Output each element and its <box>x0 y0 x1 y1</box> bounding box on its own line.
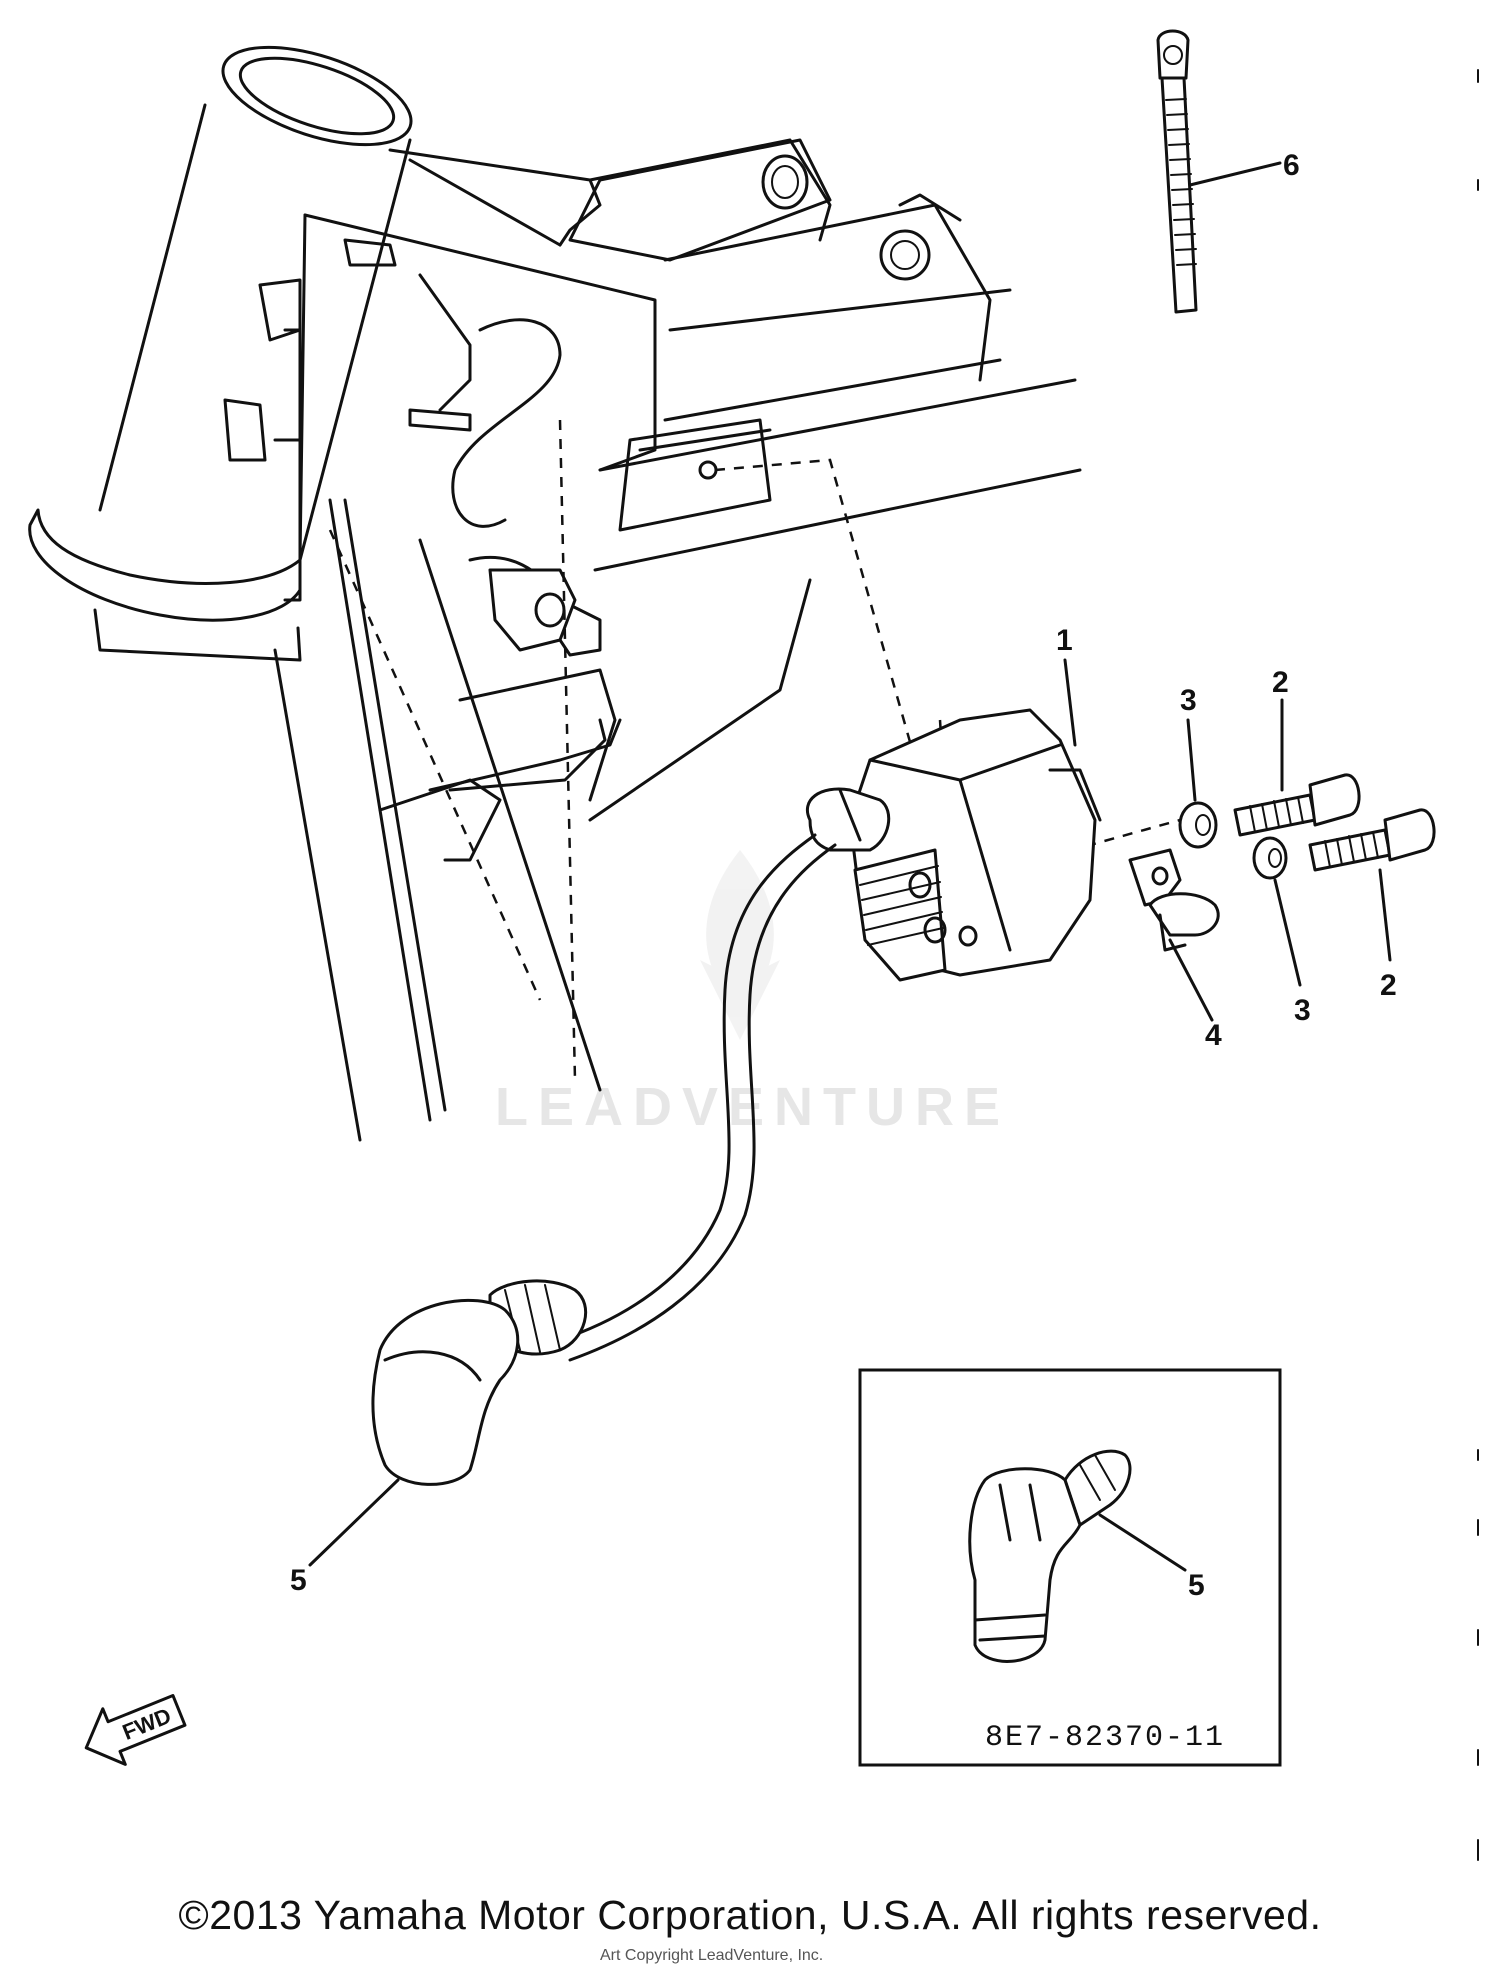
callout-2a: 2 <box>1272 666 1289 699</box>
callout-leader-3a <box>1186 718 1197 802</box>
ignition-coil <box>806 708 1102 982</box>
washer-lower <box>1252 836 1288 880</box>
callout-leader-1 <box>1063 658 1077 747</box>
watermark-text: LEADVENTURE <box>495 1077 1010 1137</box>
inset-spark-plug-cap <box>968 1449 1132 1663</box>
callout-1: 1 <box>1056 624 1073 657</box>
spark-plug-cap <box>371 1279 588 1486</box>
cable-tie <box>1156 29 1198 314</box>
callout-5a: 5 <box>290 1564 307 1597</box>
bolt-upper <box>1233 773 1361 837</box>
high-tension-cord <box>558 833 837 1362</box>
callout-3b: 3 <box>1294 994 1311 1027</box>
callout-leader-5b <box>1098 1513 1187 1572</box>
frame-main-tubes <box>223 138 1082 1142</box>
copyright-notice: ©2013 Yamaha Motor Corporation, U.S.A. A… <box>178 1892 1322 1938</box>
art-credit: Art Copyright LeadVenture, Inc. <box>600 1947 824 1964</box>
callout-leader-2b <box>1378 868 1392 962</box>
callout-leader-3b <box>1273 878 1302 987</box>
callout-6: 6 <box>1283 149 1300 182</box>
bolt-lower <box>1308 808 1436 872</box>
lead-clamp <box>1128 848 1220 952</box>
callout-5b: 5 <box>1188 1569 1205 1602</box>
callout-leader-4 <box>1168 938 1214 1022</box>
callout-3a: 3 <box>1180 684 1197 717</box>
forward-arrow-icon: FWD <box>84 1694 187 1766</box>
callout-leader-6 <box>1188 161 1282 187</box>
callout-leader-5a <box>308 1478 400 1567</box>
callout-4: 4 <box>1205 1019 1222 1052</box>
washer-upper <box>1178 801 1218 849</box>
inset-box <box>858 1368 1282 1767</box>
frame-steering-head <box>28 45 413 662</box>
part-number: 8E7-82370-11 <box>985 1721 1225 1755</box>
callout-2b: 2 <box>1380 969 1397 1002</box>
